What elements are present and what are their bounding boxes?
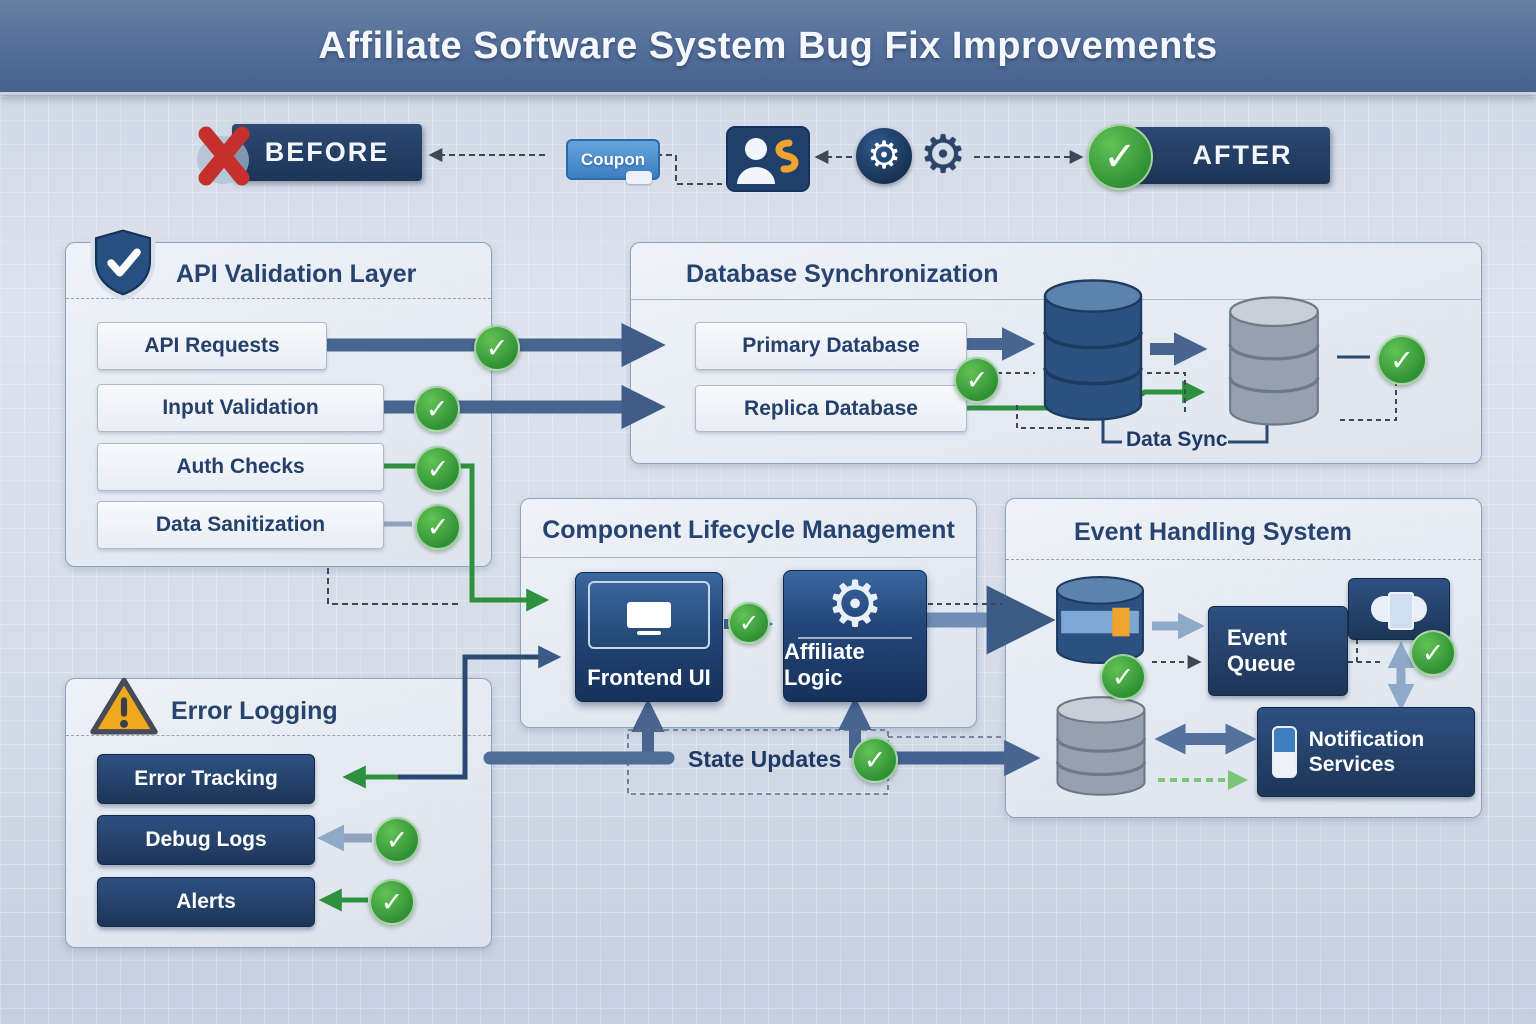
frontend-ui-label: Frontend UI [587, 665, 711, 690]
row-error-tracking: Error Tracking [97, 754, 315, 804]
panel-api-validation-title: API Validation Layer [176, 260, 417, 288]
gear-icon-outline [914, 126, 972, 184]
panel-database-sync-title: Database Synchronization [686, 260, 999, 288]
check-icon-auth-checks [415, 446, 461, 492]
divider [798, 637, 912, 639]
check-icon-alerts [369, 879, 415, 925]
row-primary-database: Primary Database [695, 322, 967, 370]
coupon-label: Coupon [580, 149, 646, 169]
check-icon-replica-db [1377, 335, 1427, 385]
check-icon-data-sanitization [415, 504, 461, 550]
check-icon-frontend-affiliate [728, 602, 770, 644]
before-badge: BEFORE [232, 124, 422, 181]
divider [521, 557, 976, 558]
divider [66, 735, 491, 736]
event-database-icon [1056, 576, 1144, 664]
row-replica-database: Replica Database [695, 385, 967, 432]
row-input-validation: Input Validation [97, 384, 384, 432]
before-label: BEFORE [264, 137, 390, 167]
check-icon-input-validation [414, 386, 460, 432]
check-icon-database-sync [954, 357, 1000, 403]
page-title: Affiliate Software System Bug Fix Improv… [318, 24, 1218, 67]
row-alerts: Alerts [97, 877, 315, 927]
check-icon-debug-logs [374, 817, 420, 863]
check-icon-api-requests [474, 325, 520, 371]
red-x-icon [197, 126, 250, 186]
panel-error-logging-title: Error Logging [171, 697, 338, 725]
check-icon-state-updates [852, 737, 898, 783]
panel-event-handling-title: Event Handling System [1074, 518, 1352, 546]
dashed-api-panel-down [327, 568, 462, 605]
header-band: Affiliate Software System Bug Fix Improv… [0, 0, 1536, 95]
gear-icon-affiliate [826, 571, 883, 637]
affiliate-logic-label: Affiliate Logic [784, 639, 865, 690]
shield-check-icon [90, 225, 156, 301]
row-debug-logs: Debug Logs [97, 815, 315, 865]
coupon-button: Coupon [566, 139, 660, 184]
gear-icon-filled [856, 128, 912, 184]
after-label: AFTER [1192, 140, 1293, 170]
check-icon-capsule [1410, 630, 1456, 676]
panel-component-lifecycle-title: Component Lifecycle Management [542, 516, 955, 544]
card-affiliate-logic: Affiliate Logic [783, 570, 927, 702]
event-queue-box: Event Queue [1208, 606, 1348, 696]
row-data-sanitization: Data Sanitization [97, 501, 384, 549]
data-sync-label: Data Sync [1126, 428, 1228, 451]
row-api-requests: API Requests [97, 322, 327, 370]
connector-coupon-to-user [656, 154, 722, 185]
affiliate-user-icon [726, 126, 810, 192]
event-gray-database-icon [1055, 696, 1147, 796]
notification-services-label: Notification Services [1308, 727, 1425, 776]
monitor-icon [588, 581, 710, 649]
notification-toggle-icon [1272, 726, 1297, 778]
state-updates-label: State Updates [688, 746, 842, 772]
database-icon-primary [1043, 279, 1143, 421]
database-icon-replica [1228, 296, 1320, 426]
divider [66, 298, 491, 299]
after-check-icon [1087, 124, 1153, 190]
warning-triangle-icon [90, 677, 158, 735]
divider [1006, 559, 1481, 560]
event-capsule-icon [1371, 592, 1427, 630]
row-auth-checks: Auth Checks [97, 443, 384, 491]
after-badge: AFTER [1133, 127, 1330, 184]
notification-services-box: Notification Services [1257, 707, 1475, 797]
check-icon-event-db [1100, 654, 1146, 700]
card-frontend-ui: Frontend UI [575, 572, 723, 702]
